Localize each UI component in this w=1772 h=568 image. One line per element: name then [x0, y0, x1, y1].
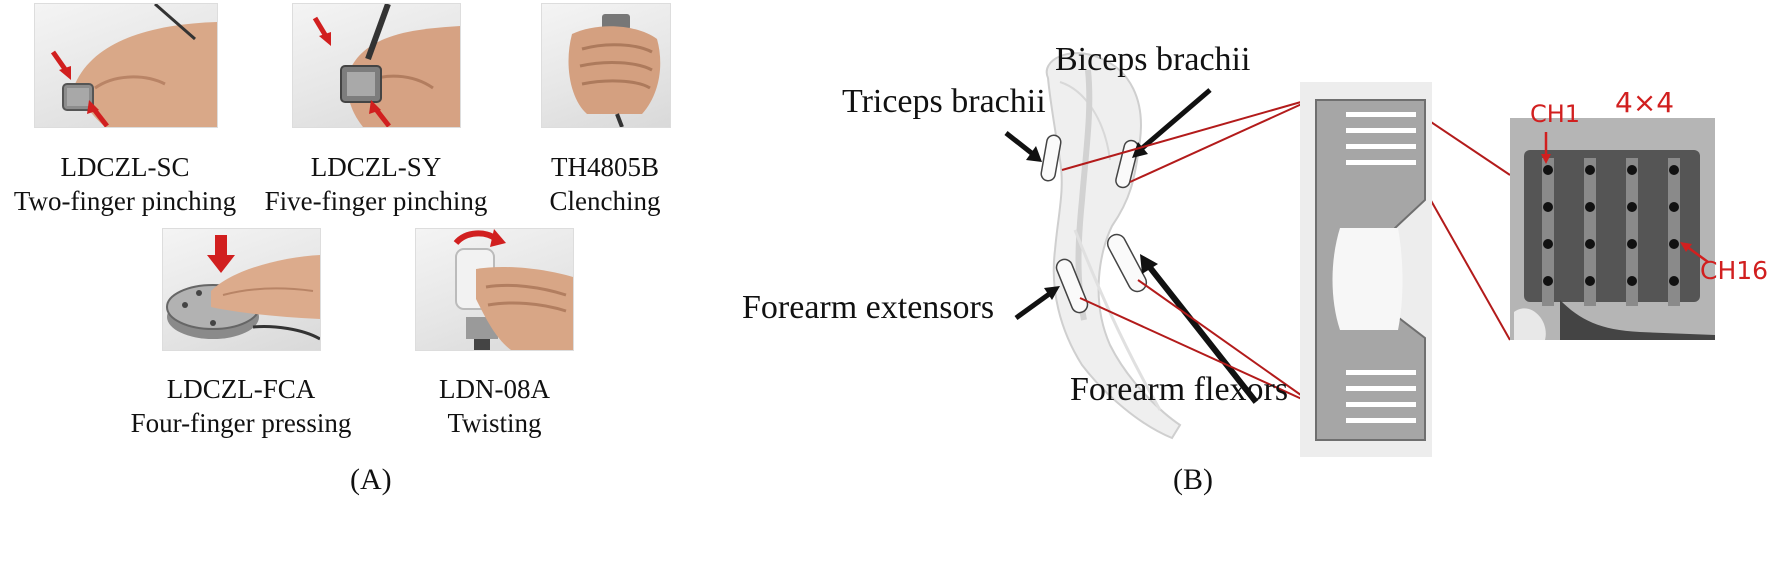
- device-model: LDN-08A: [412, 372, 577, 406]
- electrode-patch-triceps: [1040, 134, 1062, 182]
- electrode-patch-biceps: [1114, 139, 1139, 189]
- panel-b-label: (B): [1173, 463, 1213, 497]
- twisting-illustration: [416, 229, 573, 350]
- gesture-name: Two-finger pinching: [0, 184, 250, 218]
- gesture-name: Four-finger pressing: [116, 406, 366, 440]
- label-triceps-brachii: Triceps brachii: [842, 82, 1046, 122]
- caption-four-finger: LDCZL-FCA Four-finger pressing: [116, 372, 366, 440]
- electrode-contacts-bottom: [1346, 370, 1416, 423]
- pointer-arrow-biceps: [1132, 90, 1210, 158]
- electrode-patch-extensors: [1054, 257, 1090, 315]
- caption-clenching: TH4805B Clenching: [521, 150, 689, 218]
- gesture-name: Twisting: [412, 406, 577, 440]
- four-finger-pressing-illustration: [163, 229, 320, 350]
- electrode-patch-flexors: [1104, 231, 1149, 294]
- photo-twisting: [415, 228, 574, 351]
- pointer-arrow-extensors: [1016, 286, 1060, 318]
- label-biceps-brachii: Biceps brachii: [1055, 40, 1250, 80]
- caption-twisting: LDN-08A Twisting: [412, 372, 577, 440]
- label-forearm-flexors: Forearm flexors: [1070, 370, 1288, 410]
- label-ch16: CH16: [1700, 256, 1768, 285]
- panel-a-label: (A): [350, 463, 392, 497]
- five-finger-pinching-illustration: [293, 4, 460, 127]
- photo-two-finger-pinching: [34, 3, 218, 128]
- clenching-illustration: [542, 4, 670, 127]
- label-ch1: CH1: [1530, 100, 1580, 128]
- ch1-pointer-arrow: [1541, 132, 1551, 164]
- press-arrow-icon: [315, 18, 331, 46]
- caption-two-finger: LDCZL-SC Two-finger pinching: [0, 150, 250, 218]
- flexible-electrode-array: [1300, 82, 1432, 457]
- photo-four-finger-pressing: [162, 228, 321, 351]
- gesture-name: Clenching: [521, 184, 689, 218]
- device-model: TH4805B: [521, 150, 689, 184]
- two-finger-pinching-illustration: [35, 4, 217, 127]
- gesture-name: Five-finger pinching: [250, 184, 502, 218]
- device-model: LDCZL-SC: [0, 150, 250, 184]
- device-model: LDCZL-FCA: [116, 372, 366, 406]
- rotate-arrow-icon: [456, 229, 506, 247]
- connector-lines: [1062, 98, 1510, 405]
- electrode-grid-closeup: [1510, 118, 1715, 340]
- electrode-contacts-top: [1346, 112, 1416, 165]
- photo-clenching: [541, 3, 671, 128]
- label-grid-size: 4×4: [1615, 86, 1674, 119]
- device-model: LDCZL-SY: [250, 150, 502, 184]
- caption-five-finger: LDCZL-SY Five-finger pinching: [250, 150, 502, 218]
- photo-five-finger-pinching: [292, 3, 461, 128]
- label-forearm-extensors: Forearm extensors: [742, 288, 994, 328]
- pointer-arrow-triceps: [1006, 133, 1042, 162]
- press-arrow-icon: [53, 52, 71, 80]
- press-arrow-icon: [207, 235, 235, 273]
